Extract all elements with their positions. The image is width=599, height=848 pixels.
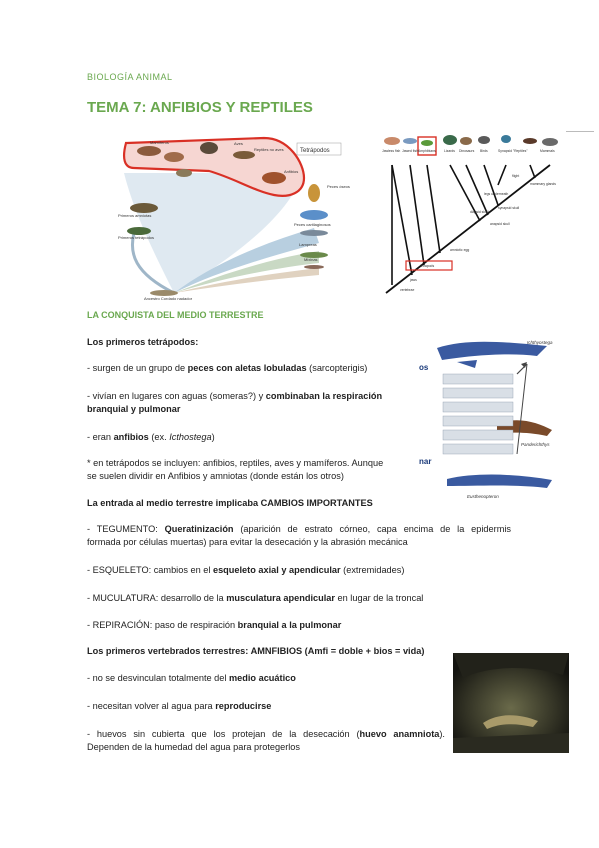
cambio-musculatura: - MUCULATURA: desarrollo de la musculatu… (87, 592, 423, 605)
node-1: mammary glands (530, 182, 556, 186)
text-bold: branquial a la pulmonar (237, 620, 342, 630)
amphibian-photo-svg (453, 653, 569, 753)
text: - TEGUMENTO: (87, 524, 165, 534)
text: - REPIRACIÓN: paso de respiración (87, 620, 238, 630)
label-mixinas: Mixinas (304, 257, 318, 262)
label-eusthenopteron: Eusthenopteron (467, 494, 499, 499)
label-peces-oseos: Peces óseos (327, 184, 350, 189)
bullet-respiracion: - vivían en lugares con aguas (someras?)… (87, 390, 412, 416)
label-aves: Aves (234, 141, 243, 146)
node-7: tetrapods (420, 264, 434, 268)
note-line: se suelen dividir en Anfibios y amniotas… (87, 471, 344, 481)
text: (aparición de estrato córneo, capa encim… (233, 524, 511, 534)
text: formada por células muertas) para evitar… (87, 537, 408, 547)
label-tetrapodos: Tetrápodos (300, 148, 330, 154)
label-primeros-amniotas: Primeros amniotas (118, 213, 151, 218)
text: (sarcopterigis) (306, 363, 368, 373)
node-4: diapsid skull (470, 210, 489, 214)
vertebrate-evolution-svg: Tetrápodos Mamíferos Aves Reptiles no av… (114, 133, 352, 303)
text-bold: anfibios (113, 432, 149, 442)
cladogram-figure: Jawless fish Jawed fish Amphibians Lizar… (380, 133, 566, 297)
node-3: synapsid skull (498, 206, 519, 210)
text: - surgen de un grupo de (87, 363, 188, 373)
text-bold: combinaban la respiración (265, 391, 383, 401)
note-line: * en tetrápodos se incluyen: anfibios, r… (87, 458, 384, 468)
node-5: anapsid skull (490, 222, 510, 226)
text: - huevos sin cubierta que los protejan d… (87, 729, 360, 739)
section-heading-conquista: LA CONQUISTA DEL MEDIO TERRESTRE (87, 310, 264, 320)
text-bold: peces con aletas lobuladas (187, 363, 307, 373)
label-reptiles: Reptiles no aves (254, 147, 284, 152)
text: - ESQUELETO: cambios en el (87, 565, 213, 575)
anfibio-reproduccion: - necesitan volver al agua para reproduc… (87, 700, 271, 713)
node-8: jaws (409, 278, 417, 282)
label-mamiferos: Mamíferos (150, 140, 169, 145)
node-9: vertebrae (400, 288, 414, 292)
node-6: amniotic egg (450, 248, 469, 252)
taxon-2: Amphibians (418, 149, 436, 153)
text-bold: esqueleto axial y apendicular (212, 565, 341, 575)
taxon-4: Dinosaurs (459, 149, 475, 153)
text: ) (211, 432, 215, 442)
taxon-0: Jawless fish (382, 149, 400, 153)
label-lampreas: Lampreas (299, 242, 317, 247)
taxon-1: Jawed fish (402, 149, 418, 153)
amphibian-photo (453, 653, 569, 753)
text: - no se desvinculan totalmente del (87, 673, 229, 683)
text-bold: musculatura apendicular (226, 593, 335, 603)
subheading-text: La entrada al medio terrestre implicaba … (87, 498, 373, 508)
node-0: flight (512, 174, 519, 178)
divider (566, 131, 594, 132)
subheading-text: Los primeros vertebrados terrestres: AMN… (87, 646, 425, 656)
text-bold: Queratinización (164, 524, 234, 534)
text: ). (439, 729, 445, 739)
label-ancestro: Ancestro Cordado nadador (144, 296, 193, 301)
bullet-anfibios: - eran anfibios (ex. Icthostega) (87, 431, 215, 444)
subheading-text: Los primeros tetrápodos: (87, 337, 199, 347)
text: Dependen de la humedad del agua para pro… (87, 742, 301, 752)
taxon-6: Synapsid "Reptiles" (498, 149, 528, 153)
text: en lugar de la troncal (334, 593, 424, 603)
text-bold: huevo anamniota (359, 729, 440, 739)
edge-label-bottom: nar (419, 457, 431, 466)
node-2: legs underneath (484, 192, 508, 196)
subheading-anfibios: Los primeros vertebrados terrestres: AMN… (87, 645, 424, 658)
anfibio-huevos: - huevos sin cubierta que los protejan d… (87, 728, 445, 754)
label-peces-cartilaginosos: Peces cartilaginosos (294, 222, 331, 227)
taxon-5: Birds (480, 149, 488, 153)
cambio-respiracion: - REPIRACIÓN: paso de respiración branqu… (87, 619, 341, 632)
page-title: TEMA 7: ANFIBIOS Y REPTILES (87, 99, 313, 116)
text-italic: Icthostega (169, 432, 212, 442)
text-bold: reproducirse (215, 701, 272, 711)
text: - MUCULATURA: desarrollo de la (87, 593, 227, 603)
taxon-7: Mammals (540, 149, 555, 153)
bullet-sarcopterigios: - surgen de un grupo de peces con aletas… (87, 362, 367, 375)
text: - necesitan volver al agua para (87, 701, 216, 711)
anfibio-medio-acuatico: - no se desvinculan totalmente del medio… (87, 672, 296, 685)
subheading-cambios: La entrada al medio terrestre implicaba … (87, 497, 373, 510)
label-primeros-tetrapodos: Primeros tetrápodos (118, 235, 154, 240)
label-panderichthys: Panderichthys (521, 442, 550, 447)
label-ichthyostega: Ichthyostega (527, 340, 553, 345)
text: - vivían en lugares con aguas (someras?)… (87, 391, 266, 401)
fish-tetrapod-svg: os nar Ichthyostega Panderichthys Eusthe… (417, 334, 569, 504)
text: (ex. (148, 432, 170, 442)
cambio-tegumento: - TEGUMENTO: Queratinización (aparición … (87, 523, 511, 549)
edge-label-top: os (419, 363, 429, 372)
subheading-primeros-tetrapodos: Los primeros tetrápodos: (87, 336, 198, 349)
cambio-esqueleto: - ESQUELETO: cambios en el esqueleto axi… (87, 564, 404, 577)
fish-tetrapod-figure: os nar Ichthyostega Panderichthys Eusthe… (417, 334, 569, 504)
text-bold: medio acuático (228, 673, 296, 683)
text-bold: branquial y pulmonar (87, 404, 181, 414)
label-anfibios: Anfibios (284, 169, 298, 174)
text: (extremidades) (340, 565, 405, 575)
cladogram-svg: Jawless fish Jawed fish Amphibians Lizar… (380, 133, 566, 297)
note-tetrapodos: * en tetrápodos se incluyen: anfibios, r… (87, 457, 383, 483)
text: - eran (87, 432, 114, 442)
document-header: BIOLOGÍA ANIMAL (87, 72, 173, 82)
taxon-3: Lizards (444, 149, 455, 153)
vertebrate-evolution-figure: Tetrápodos Mamíferos Aves Reptiles no av… (114, 133, 352, 303)
